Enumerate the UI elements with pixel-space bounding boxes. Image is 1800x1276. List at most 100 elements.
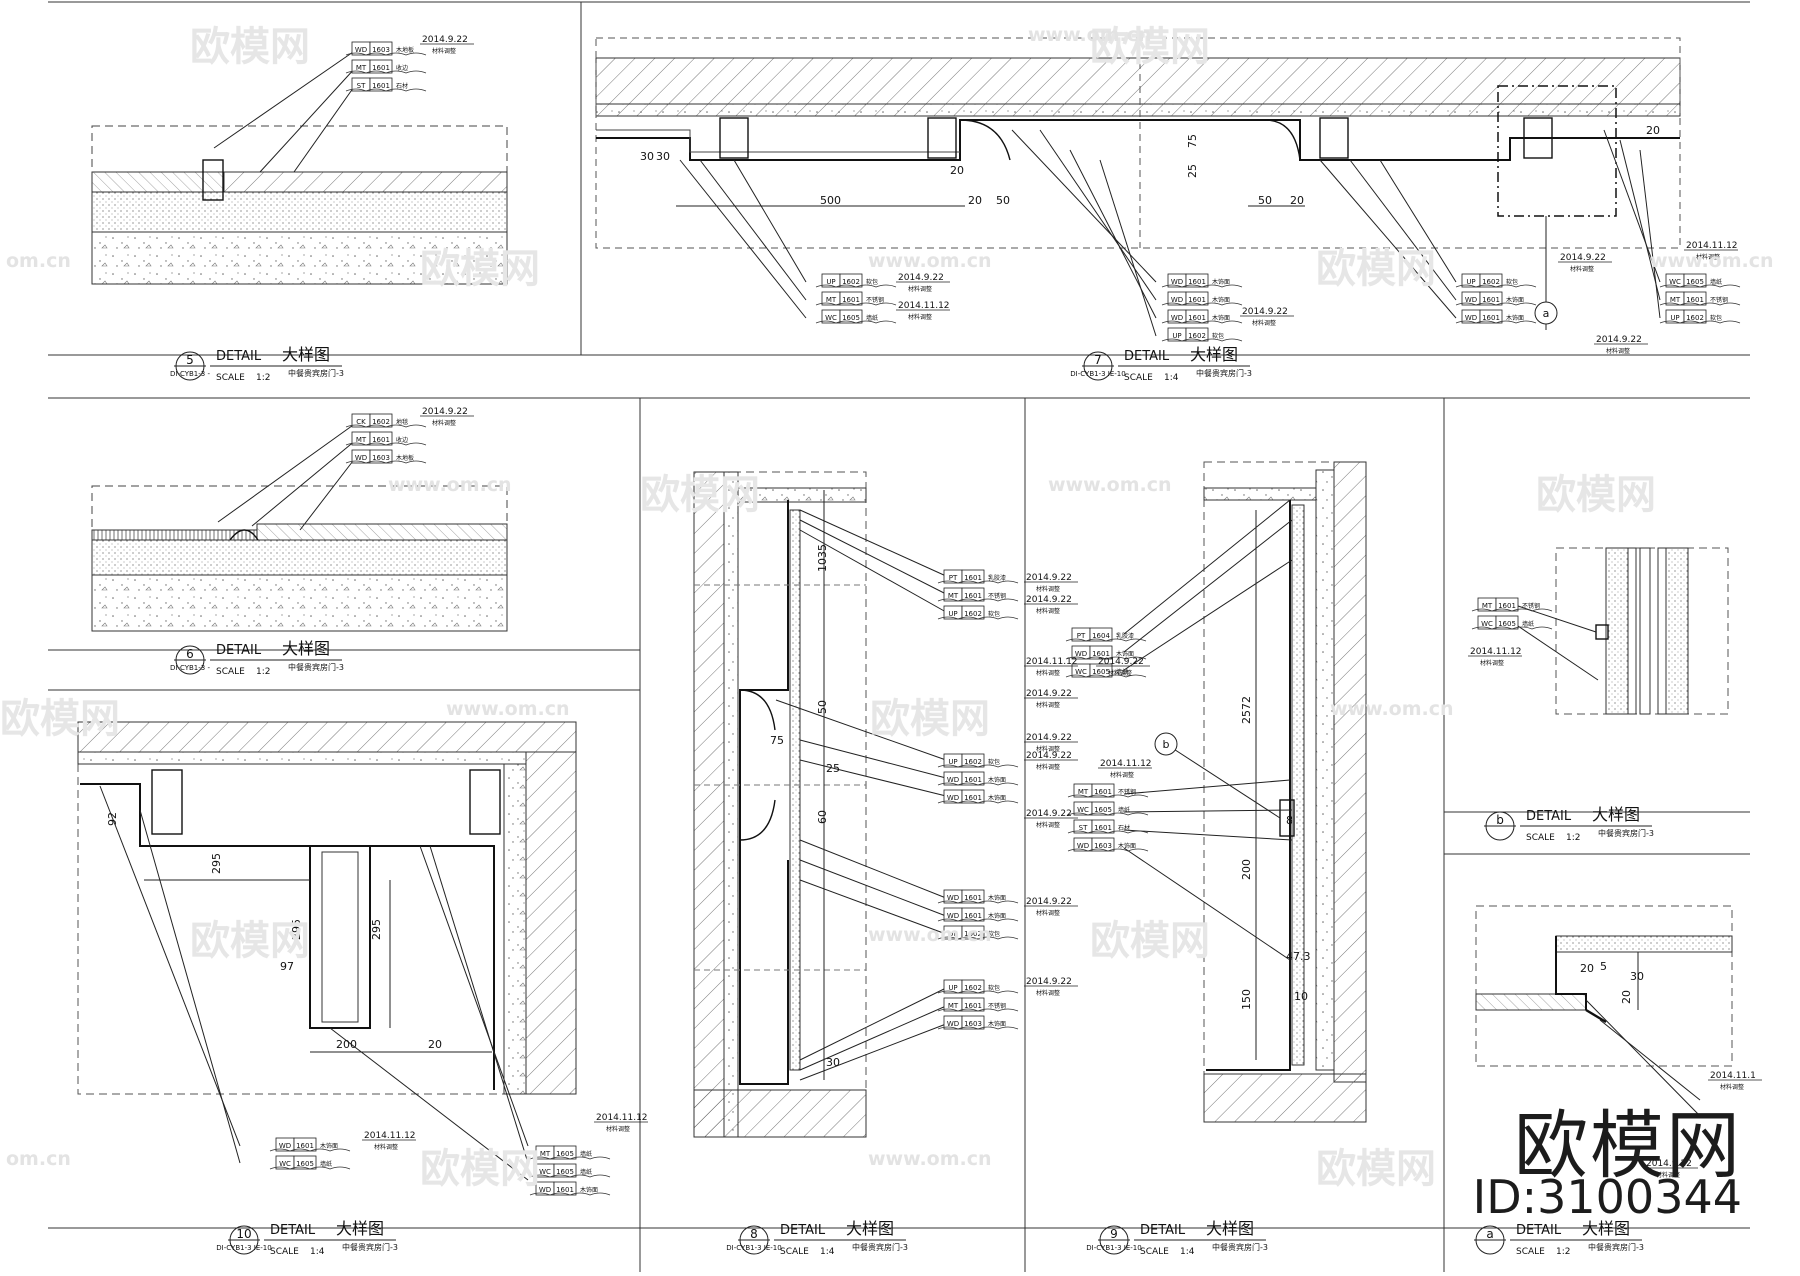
callout-name: 乳胶漆 — [988, 574, 1006, 582]
callout-name: 软包 — [1506, 278, 1518, 286]
revision-date: 2014.9.22 — [1098, 657, 1144, 667]
callout-code: MT — [948, 592, 959, 600]
callout-code: WD — [1075, 650, 1087, 658]
callout-num: 1601 — [964, 592, 982, 600]
detail-scale: 1:2 — [256, 667, 270, 677]
detail-scale: 1:4 — [1164, 373, 1179, 383]
callout-num: 1603 — [964, 1020, 982, 1028]
detail-7-section — [595, 37, 1681, 337]
watermark-id: ID:3100344 — [1472, 1170, 1742, 1224]
detail-scale-label: SCALE — [216, 667, 245, 677]
detail-scale-label: SCALE — [270, 1247, 299, 1257]
callout-num: 1602 — [964, 930, 982, 938]
callout-code: WD — [947, 912, 959, 920]
revision-note: 材料调整 — [1036, 701, 1060, 709]
callout-num: 1601 — [964, 776, 982, 784]
callout-num: 1603 — [1094, 842, 1112, 850]
callout-num: 1605 — [1094, 806, 1112, 814]
callout-num: 1605 — [1498, 620, 1516, 628]
callout-num: 1602 — [372, 418, 390, 426]
detail-scale: 1:2 — [256, 373, 270, 383]
revision-date: 2014.11.1 — [1710, 1071, 1756, 1081]
callout-num-box — [1185, 273, 1209, 288]
callout-name: 墙纸 — [1118, 806, 1130, 814]
callout-num: 1601 — [1188, 296, 1206, 304]
detail-label: DETAIL — [270, 1223, 316, 1238]
callout-code: WD — [355, 454, 367, 462]
revision-cloud-edge — [937, 598, 1019, 602]
detail-scale-label: SCALE — [780, 1247, 809, 1257]
callout-name: 木饰面 — [988, 1020, 1006, 1028]
detail-6-section — [91, 422, 508, 632]
callout-num: 1601 — [296, 1142, 314, 1150]
callout-num: 1602 — [964, 610, 982, 618]
revision-cloud-edge — [529, 1156, 611, 1160]
revision-cloud-edge — [1067, 812, 1149, 816]
callout-num-box — [961, 889, 985, 904]
callout-num-box — [839, 273, 863, 288]
callout-name: 木饰面 — [988, 776, 1006, 784]
callout-code: MT — [356, 64, 367, 72]
dimension-label: 50 — [1258, 194, 1272, 207]
callout-code: WC — [1481, 620, 1493, 628]
detail-room: 中餐贵宾房门-3 — [288, 368, 344, 378]
callout-num-box — [839, 291, 863, 306]
revision-cloud-edge — [345, 52, 427, 56]
detail-scale: 1:4 — [820, 1247, 835, 1257]
callout-num-box — [1089, 627, 1113, 642]
revision-cloud-edge — [937, 782, 1019, 786]
revision-cloud-edge — [269, 1166, 351, 1170]
detail-title-text: 大样图 — [1582, 1219, 1630, 1238]
revision-cloud-edge — [937, 800, 1019, 804]
revision-note: 材料调整 — [606, 1125, 630, 1133]
callout-num: 1601 — [964, 894, 982, 902]
callout-row: WD 1603 木饰面 — [937, 1015, 1019, 1030]
dimension-label: 10 — [1294, 990, 1308, 1003]
revision-date: 2014.9.22 — [1026, 977, 1072, 987]
callout-name: 不锈钢 — [1522, 602, 1540, 610]
revision-cloud-edge — [345, 88, 427, 92]
callout-num-box — [369, 449, 393, 464]
callout-code: WD — [355, 46, 367, 54]
revision-note: 材料调整 — [1036, 989, 1060, 997]
revision-cloud-edge — [1161, 284, 1243, 288]
detail-title-text: 大样图 — [846, 1219, 894, 1238]
callout-num: 1605 — [296, 1160, 314, 1168]
callout-code: WC — [1669, 278, 1681, 286]
dimension-label: 200 — [336, 1038, 357, 1051]
detail-label: DETAIL — [1516, 1223, 1562, 1238]
callout-num-box — [961, 587, 985, 602]
detail-scale-label: SCALE — [1140, 1247, 1169, 1257]
callout-name: 不锈钢 — [988, 592, 1006, 600]
callout-num-box — [293, 1155, 317, 1170]
detail-b-section — [1511, 547, 1729, 715]
revision-note: 材料调整 — [432, 47, 456, 55]
dimension-label: 75 — [770, 734, 784, 747]
callout-name: 木饰面 — [1212, 314, 1230, 322]
callout-code: WD — [947, 1020, 959, 1028]
callout-num: 1601 — [372, 436, 390, 444]
callout-row: MT 1601 不锈钢 — [937, 587, 1019, 602]
revision-date: 2014.9.22 — [1026, 809, 1072, 819]
callout-name: 墙纸 — [1710, 278, 1722, 286]
callout-code: WD — [947, 894, 959, 902]
callout-name: 软包 — [1710, 314, 1722, 322]
dimension-label: 150 — [1240, 989, 1253, 1010]
